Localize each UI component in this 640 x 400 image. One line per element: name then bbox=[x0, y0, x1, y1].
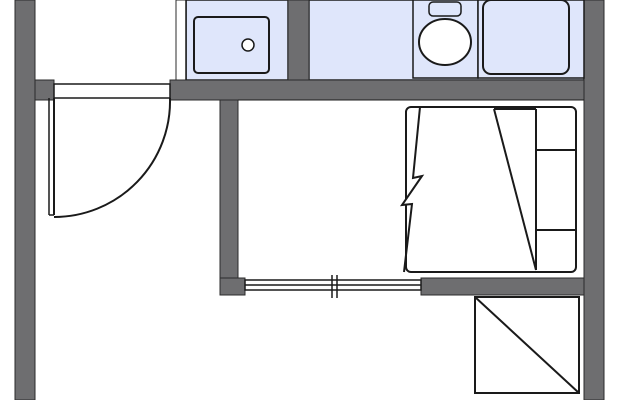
outer-wall-left bbox=[14, 0, 36, 400]
wall-top-horizontal-right bbox=[169, 79, 585, 101]
sink-icon bbox=[193, 16, 270, 74]
outer-wall-right bbox=[583, 0, 605, 400]
wall-bedroom-bottom-right bbox=[420, 277, 585, 296]
toilet-icon bbox=[412, 0, 479, 79]
bathtub-icon bbox=[477, 0, 585, 79]
wall-top-horizontal-left bbox=[34, 79, 55, 101]
storage-box-icon bbox=[474, 296, 580, 394]
wall-hall-bedroom bbox=[219, 99, 239, 296]
wall-kitchen-bath bbox=[287, 0, 310, 81]
wall-kitchen-left bbox=[175, 0, 187, 81]
swing-door-icon bbox=[48, 83, 172, 218]
sliding-door-icon bbox=[244, 275, 422, 298]
wall-bedroom-bottom-left bbox=[219, 277, 246, 296]
bed-icon bbox=[399, 106, 577, 273]
walls bbox=[14, 0, 605, 400]
